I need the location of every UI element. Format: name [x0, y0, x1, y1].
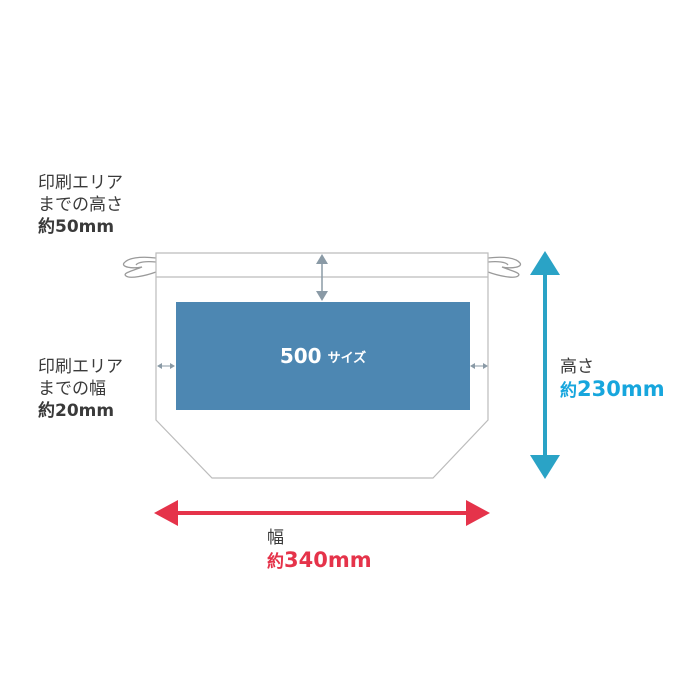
- left-margin-arrow: [157, 363, 175, 369]
- height-prefix: 約: [560, 381, 577, 401]
- height-value: 約230mm: [560, 378, 665, 402]
- height-label: 高さ 約230mm: [560, 356, 665, 402]
- top-margin-arrow: [316, 254, 328, 301]
- left-drawstring: [122, 256, 157, 278]
- width-value: 約340mm: [267, 549, 372, 573]
- top-margin-line1: 印刷エリア: [38, 173, 123, 193]
- top-margin-label: 印刷エリア までの高さ 約50mm: [38, 172, 123, 238]
- height-measure: 230mm: [577, 377, 665, 401]
- right-margin-arrow: [470, 363, 488, 369]
- top-margin-measure: 50mm: [55, 217, 115, 237]
- side-margin-line2: までの幅: [38, 379, 106, 399]
- width-arrow: [154, 500, 490, 526]
- side-margin-measure: 20mm: [55, 401, 115, 421]
- side-margin-prefix: 約: [38, 401, 55, 421]
- side-margin-value: 約20mm: [38, 400, 123, 422]
- print-size-unit: サイズ: [327, 350, 367, 366]
- top-margin-value: 約50mm: [38, 216, 123, 238]
- width-title: 幅: [267, 528, 284, 548]
- top-margin-line2: までの高さ: [38, 195, 123, 215]
- height-title: 高さ: [560, 357, 594, 377]
- side-margin-line1: 印刷エリア: [38, 357, 123, 377]
- print-area-label: 500 サイズ: [176, 302, 470, 410]
- print-size-number: 500: [279, 344, 322, 368]
- height-arrow: [530, 251, 560, 479]
- print-area: [176, 302, 470, 410]
- width-prefix: 約: [267, 552, 284, 572]
- top-margin-prefix: 約: [38, 217, 55, 237]
- width-measure: 340mm: [284, 548, 372, 572]
- width-label: 幅 約340mm: [267, 527, 372, 573]
- side-margin-label: 印刷エリア までの幅 約20mm: [38, 356, 123, 422]
- right-drawstring: [487, 256, 522, 278]
